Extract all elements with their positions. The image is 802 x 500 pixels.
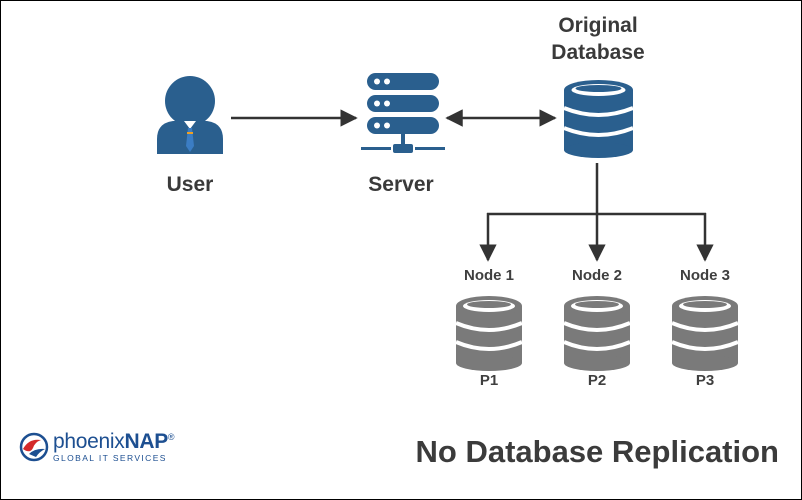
user-icon xyxy=(157,76,223,154)
server-label: Server xyxy=(368,173,434,196)
database-label-line1: Original xyxy=(558,14,638,37)
database-label-line2: Database xyxy=(551,41,645,64)
brand-logo: phoenixNAP® GLOBAL IT SERVICES xyxy=(19,430,175,463)
brand-name-bold: NAP xyxy=(124,430,168,453)
node-database-icon xyxy=(455,296,523,371)
brand-tagline: GLOBAL IT SERVICES xyxy=(53,453,167,463)
node-database-icon xyxy=(563,296,631,371)
brand-name: phoenixNAP® xyxy=(53,430,175,453)
node-3-label: Node 3 xyxy=(679,267,730,284)
database-icon xyxy=(563,80,634,158)
brand-registered-mark: ® xyxy=(167,432,175,442)
server-icon xyxy=(361,73,445,153)
partition-3-label: P3 xyxy=(695,372,715,389)
brand-name-light: phoenix xyxy=(53,430,125,453)
phoenixnap-logo-icon xyxy=(19,432,49,461)
node-database-icon xyxy=(671,296,739,371)
node-2-label: Node 2 xyxy=(571,267,622,284)
database-to-nodes-connector xyxy=(479,163,714,262)
node-1-label: Node 1 xyxy=(463,267,514,284)
diagram-title: No Database Replication xyxy=(415,434,779,469)
partition-1-label: P1 xyxy=(479,372,499,389)
partition-2-label: P2 xyxy=(587,372,607,389)
user-label: User xyxy=(166,173,214,196)
